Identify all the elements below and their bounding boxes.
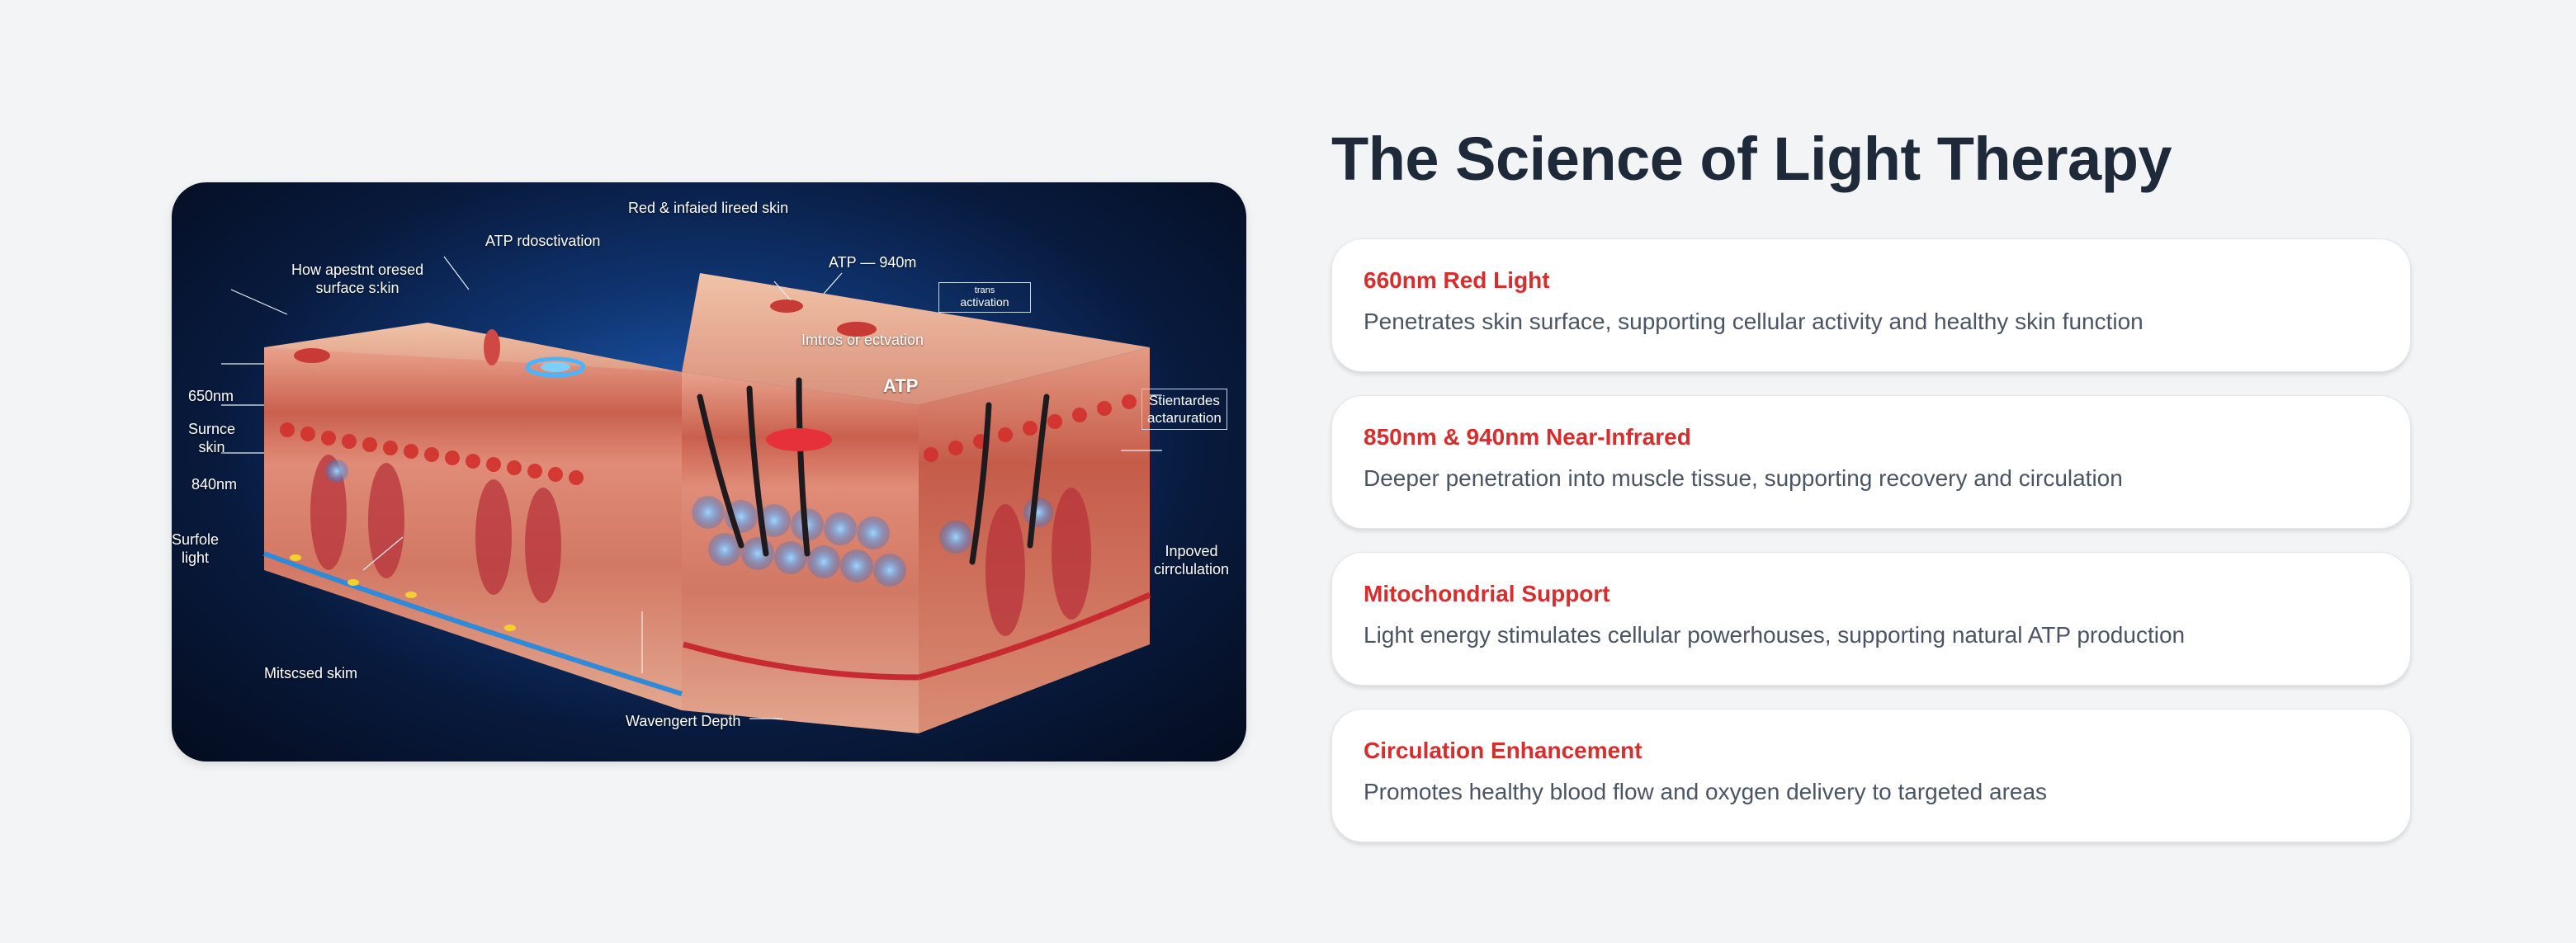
card-description: Light energy stimulates cellular powerho… bbox=[1364, 622, 2186, 648]
diagram-label-improved-circulation: Inpoved cirrclulation bbox=[1154, 543, 1230, 578]
diagram-label-activation-small: trans bbox=[974, 285, 995, 295]
diagram-label-atp-940: ATP — 940m bbox=[829, 254, 917, 271]
card-title: Circulation Enhancement bbox=[1364, 738, 1642, 763]
diagram-label-650nm: 650nm bbox=[188, 388, 234, 404]
diagram-label-imtros: Imtros or ectvation bbox=[801, 332, 924, 348]
diagram-label-mitscsed: Mitscsed skim bbox=[264, 665, 358, 681]
diagram-label-840nm: 840nm bbox=[191, 476, 238, 493]
card-title: 850nm & 940nm Near-Infrared bbox=[1364, 424, 1691, 450]
card-title: 660nm Red Light bbox=[1364, 267, 1550, 293]
benefit-card-red-light: 660nm Red Light Penetrates skin surface,… bbox=[1331, 238, 2411, 372]
card-description: Promotes healthy blood flow and oxygen d… bbox=[1364, 779, 2048, 804]
benefit-cards: 660nm Red Light Penetrates skin surface,… bbox=[1331, 238, 2411, 865]
skin-cross-section-graphic bbox=[221, 256, 1162, 733]
diagram-label-surnce-skin: Surnce skin bbox=[188, 421, 236, 455]
diagram-label-activation: activation bbox=[960, 295, 1009, 309]
benefit-card-circulation: Circulation Enhancement Promotes healthy… bbox=[1331, 709, 2411, 842]
diagram-label-stientardes: Stientardes actaruration bbox=[1141, 389, 1227, 430]
page-title: The Science of Light Therapy bbox=[1331, 125, 2172, 193]
diagram-label-surface: How apestnt oresed surface s:kin bbox=[291, 262, 424, 296]
skin-layers-illustration: Red & infaied lireed skin ATP rdosctivat… bbox=[172, 182, 1246, 761]
diagram-label-top: Red & infaied lireed skin bbox=[628, 200, 789, 216]
card-title: Mitochondrial Support bbox=[1364, 581, 1610, 606]
diagram-label-atp-reaction: ATP rdosctivation bbox=[485, 233, 601, 249]
benefit-card-near-infrared: 850nm & 940nm Near-Infrared Deeper penet… bbox=[1331, 395, 2411, 529]
diagram-label-surfole-light: Surfole light bbox=[172, 531, 220, 566]
benefit-card-mitochondrial: Mitochondrial Support Light energy stimu… bbox=[1331, 552, 2411, 686]
diagram-label-atp: ATP bbox=[883, 375, 919, 396]
diagram-label-wavelength-depth: Wavengert Depth bbox=[626, 713, 741, 729]
card-description: Deeper penetration into muscle tissue, s… bbox=[1364, 465, 2123, 491]
diagram-label-activation-box: trans activation bbox=[938, 282, 1031, 313]
card-description: Penetrates skin surface, supporting cell… bbox=[1364, 309, 2144, 334]
